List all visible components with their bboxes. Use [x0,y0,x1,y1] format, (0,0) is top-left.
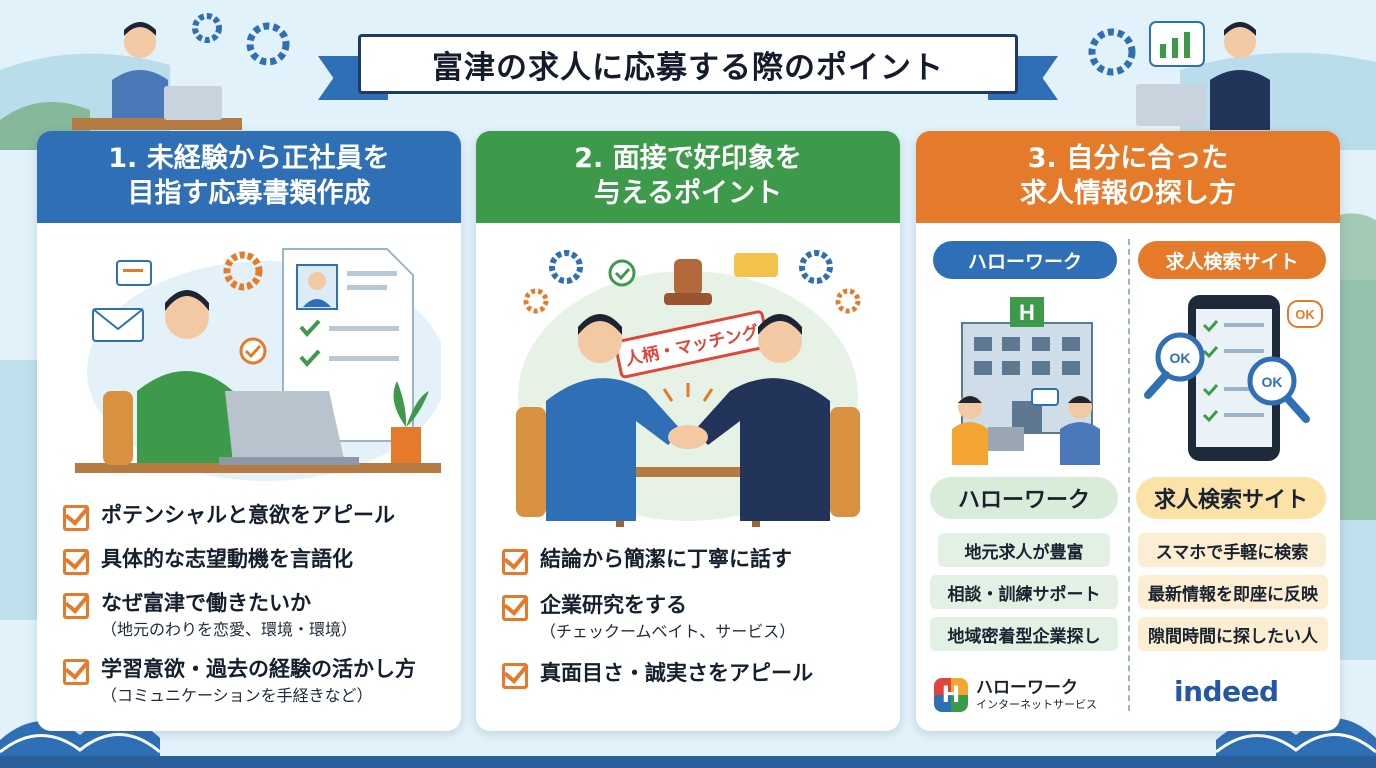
job-site-feature: スマホで手軽に検索 [1138,533,1326,567]
job-site-pill: 求人検索サイト [1138,241,1326,279]
card1-heading: 1. 未経験から正社員を 目指す応募書類作成 [37,131,461,223]
column-divider [1128,239,1130,711]
card2-heading-line2: 与えるポイント [593,178,783,209]
check-sub: （チェックームベイト、サービス） [540,622,796,642]
check-text: 企業研究をする （チェックームベイト、サービス） [540,591,795,643]
checkbox-icon [63,658,89,685]
indeed-logo: indeed [1174,675,1279,708]
hellowork-logo-text: ハローワーク インターネットサービス [976,679,1097,711]
check-item: 具体的な志望動機を言語化 [63,545,447,575]
check-text: 具体的な志望動機を言語化 [101,547,353,571]
checkbox-icon [63,549,89,575]
hellowork-feature: 地元求人が豊富 [938,533,1110,567]
smartphone-search-illustration: OK OK OK [1144,295,1323,461]
check-item: 企業研究をする （チェックームベイト、サービス） [502,591,886,643]
ok-badge: OK [1170,350,1191,366]
hellowork-logo: H ハローワーク インターネットサービス [934,671,1124,719]
hellowork-building-illustration: H [952,297,1100,465]
hellowork-logo-line1: ハローワーク [976,678,1078,699]
check-main: 企業研究をする [540,593,687,617]
check-sub: （地元のわりを恋愛、環境・環境） [101,620,358,640]
job-site-feature: 隙間時間に探したい人 [1138,617,1328,651]
checkbox-icon [502,595,528,621]
check-item: 真面目さ・誠実さをアピール [502,659,886,689]
check-item: 学習意欲・過去の経験の活かし方 （コミュニケーションを手経きなど） [63,655,447,707]
check-text: ポテンシャルと意欲をアピール [101,503,395,527]
card3-heading: 3. 自分に合った 求人情報の探し方 [916,131,1340,223]
hellowork-logo-icon: H [934,678,968,712]
hellowork-feature: 相談・訓練サポート [930,575,1118,609]
hellowork-pill: ハローワーク [933,241,1117,279]
check-main: 学習意欲・過去の経験の活かし方 [101,656,416,681]
card3-heading-line1: 3. 自分に合った [1027,143,1229,175]
card1-checklist: ポテンシャルと意欲をアピール 具体的な志望動機を言語化 なぜ富津で働きたいか （… [63,501,447,721]
checkbox-icon [63,593,89,619]
card3-heading-line2: 求人情報の探し方 [1020,178,1236,209]
hellowork-feature: 地域密着型企業探し [930,617,1118,651]
check-item: なぜ富津で働きたいか （地元のわりを恋愛、環境・環境） [63,589,447,641]
hellowork-label: ハローワーク [930,477,1118,519]
card2-checklist: 結論から簡潔に丁寧に話す 企業研究をする （チェックームベイト、サービス） 真面… [502,545,886,703]
check-main: なぜ富津で働きたいか [101,591,311,615]
card-job-search: 3. 自分に合った 求人情報の探し方 ハローワーク 求人検索サイト H [916,131,1340,731]
ok-badge: OK [1262,374,1283,390]
check-text: 学習意欲・過去の経験の活かし方 （コミュニケーションを手経きなど） [101,655,416,707]
check-item: 結論から簡潔に丁寧に話す [502,545,886,575]
checkbox-icon [502,549,528,575]
card-interview: 2. 面接で好印象を 与えるポイント 人柄・マッチング [476,131,900,731]
check-text: なぜ富津で働きたいか （地元のわりを恋愛、環境・環境） [101,589,357,641]
building-sign: H [1019,300,1035,325]
ok-bubble: OK [1295,307,1315,322]
title-banner: 富津の求人に応募する際のポイント [318,20,1058,106]
card-application-documents: 1. 未経験から正社員を 目指す応募書類作成 [37,131,461,731]
check-text: 真面目さ・誠実さをアピール [540,660,813,685]
card2-heading: 2. 面接で好印象を 与えるポイント [476,131,900,223]
page-title: 富津の求人に応募する際のポイント [358,34,1018,94]
job-site-feature: 最新情報を即座に反映 [1138,575,1328,609]
applicant-laptop-illustration [75,248,441,481]
checkbox-icon [63,505,89,531]
handshake-illustration: 人柄・マッチング [516,250,861,527]
check-item: ポテンシャルと意欲をアピール [63,501,447,531]
check-text: 結論から簡潔に丁寧に話す [540,547,792,571]
card1-heading-line2: 目指す応募書類作成 [127,178,371,209]
checkbox-icon [502,662,528,689]
check-sub: （コミュニケーションを手経きなど） [101,686,373,706]
card2-heading-line1: 2. 面接で好印象を [574,143,802,175]
card1-heading-line1: 1. 未経験から正社員を [108,143,390,175]
hellowork-logo-line2: インターネットサービス [976,697,1097,711]
job-site-label: 求人検索サイト [1136,477,1326,519]
